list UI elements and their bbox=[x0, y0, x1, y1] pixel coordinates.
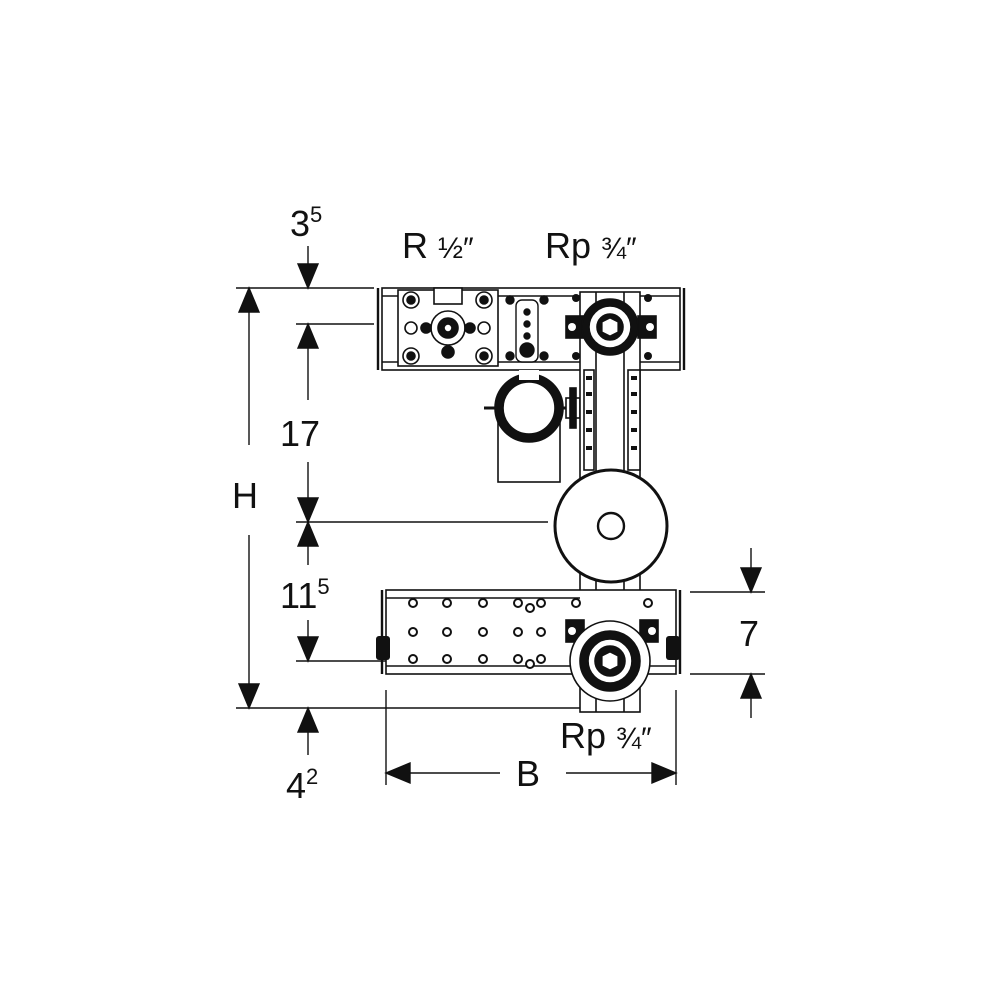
bottom-offset-label: 42 bbox=[286, 764, 318, 806]
dim-upper-label: 17 bbox=[280, 413, 320, 454]
width-label: B bbox=[516, 753, 540, 794]
bottom-rail-holes bbox=[408, 598, 653, 669]
bottom-rail-end-clips bbox=[376, 636, 680, 660]
dim-right-label: 7 bbox=[739, 613, 759, 654]
screw-bracket bbox=[505, 295, 549, 363]
pipe-clamp bbox=[484, 370, 594, 483]
riser-hatching bbox=[586, 376, 637, 450]
r-half-inch-fitting bbox=[397, 287, 499, 367]
bottom-rp-connection bbox=[565, 619, 659, 702]
top-rp-connection bbox=[565, 298, 657, 356]
top-offset-label: 35 bbox=[290, 202, 322, 244]
height-dimension-line bbox=[237, 286, 261, 710]
upper-dimension-line bbox=[296, 322, 320, 524]
bottom-offset-arrow bbox=[296, 706, 320, 755]
dim-lower-label: 115 bbox=[280, 574, 330, 616]
top-offset-arrow bbox=[296, 246, 320, 290]
top-rail-holes bbox=[572, 294, 652, 360]
rotary-disc bbox=[553, 468, 669, 584]
width-dimension-line bbox=[384, 761, 678, 785]
lower-dimension-line bbox=[296, 520, 320, 663]
height-label: H bbox=[232, 475, 258, 516]
right-dimension-arrows bbox=[739, 548, 763, 718]
